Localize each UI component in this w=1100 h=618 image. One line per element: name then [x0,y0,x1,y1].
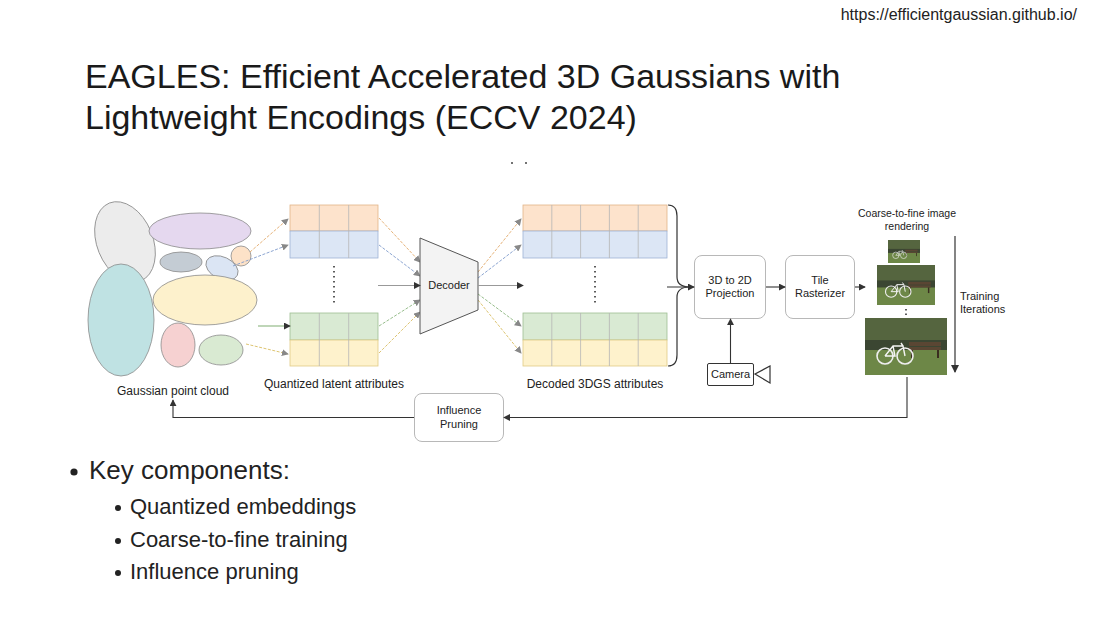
node-label: Quantized latent attributes [230,377,438,391]
flow-connector [730,319,731,363]
flow-connector [378,285,420,286]
flow-connector [855,286,865,287]
camera-lens [755,366,770,383]
bullet-item: Coarse-to-fine training [130,527,530,552]
node-label: Decoder [428,279,470,292]
axis-label: Training Iterations [960,290,1018,315]
rendered-images [865,240,947,375]
node-label: Decoded 3DGS attributes [493,377,697,391]
node-label: Camera [711,368,750,381]
curly-brace [668,205,690,366]
attribute-arrows [233,218,521,354]
process-box: Influence Pruning [414,393,504,442]
flow-connector [173,400,414,418]
latent-grid [290,205,378,366]
bullet-item: Influence pruning [130,559,530,584]
bullet-item: Quantized embeddings [130,494,530,519]
bullet-heading: Key components: [89,456,489,486]
node-label: Gaussian point cloud [88,384,258,398]
node-label: 3D to 2D Projection [695,274,765,300]
latent-attributes: Quantized latent attributes [290,205,378,366]
flow-connector [258,325,290,326]
title-dots [511,162,527,164]
node-label: Coarse-to-fine image rendering [855,207,959,232]
camera-box: Camera [707,363,754,386]
decoded-grid [523,205,667,366]
process-box: Tile Rasterizer [785,255,855,319]
render-stack: Coarse-to-fine image rendering [865,238,949,377]
iteration-arrow [954,236,955,372]
gaussian-ellipses [83,193,257,376]
flow-connector [478,285,523,286]
node-label: Tile Rasterizer [786,274,854,300]
decoder-trapezoid: Decoder [420,238,478,334]
decoded-attributes: Decoded 3DGS attributes [523,205,667,366]
point-cloud: Gaussian point cloud [88,203,258,400]
slide-title: EAGLES: Efficient Accelerated 3D Gaussia… [85,56,885,139]
node-label: Influence Pruning [415,404,503,430]
url-text: https://efficientgaussian.github.io/ [700,6,1077,24]
flow-connector [766,286,785,287]
flow-connector [667,286,694,287]
process-box: 3D to 2D Projection [694,255,766,319]
